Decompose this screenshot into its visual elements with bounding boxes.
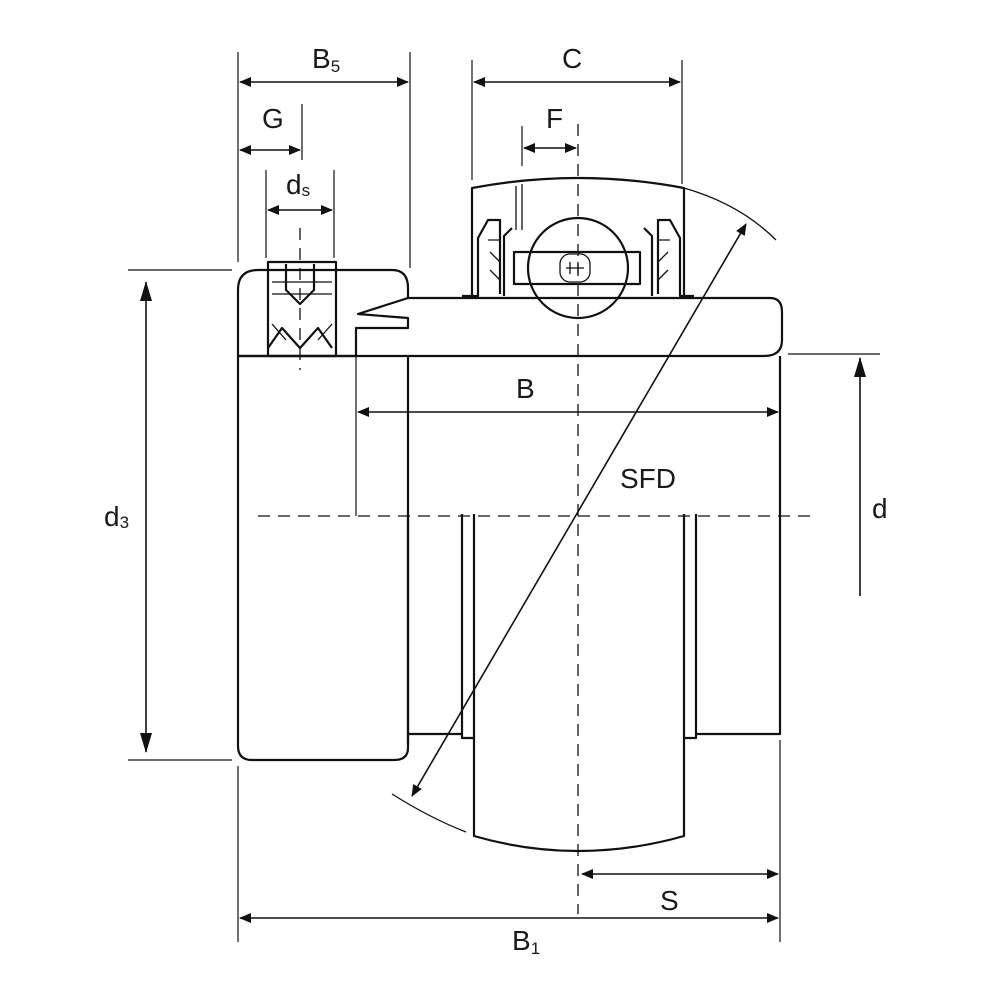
label-d3: d3: [104, 501, 129, 532]
set-screw: [266, 260, 338, 358]
label-ds: ds: [286, 169, 310, 200]
locking-collar: [236, 268, 410, 358]
bearing-body: [236, 176, 784, 853]
outer-ring-bottom: [472, 738, 686, 853]
label-b5: B5: [312, 43, 340, 76]
label-b: B: [516, 373, 535, 404]
label-g: G: [262, 103, 284, 134]
label-f: F: [546, 103, 563, 134]
dim-sfd: [411, 223, 747, 797]
label-sfd: SFD: [620, 463, 676, 494]
extension-lines: [128, 52, 880, 942]
dimension-lines: [140, 77, 866, 923]
inner-ring-bore: [406, 356, 782, 744]
inner-ring-outer-surface: [408, 296, 784, 358]
dimension-labels: B5 C G F ds B SFD d3 d S B1: [104, 43, 888, 958]
label-d: d: [872, 493, 888, 524]
label-s: S: [660, 885, 679, 916]
label-b1: B1: [512, 925, 540, 958]
label-c: C: [562, 43, 582, 74]
collar-lower: [236, 354, 410, 762]
